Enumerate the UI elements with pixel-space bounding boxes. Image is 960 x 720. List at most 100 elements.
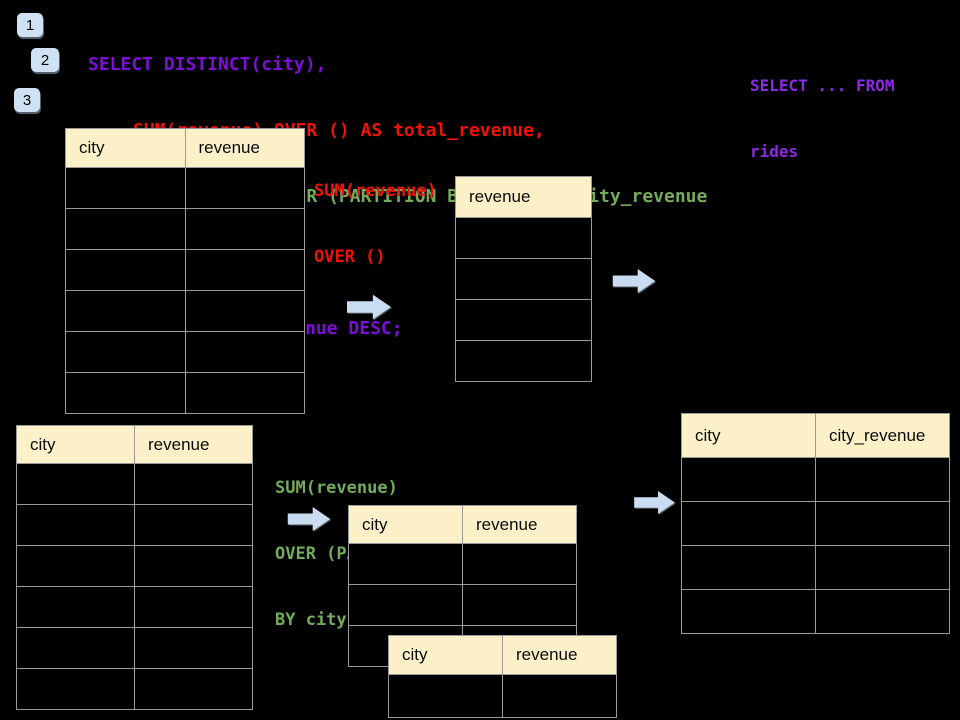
- column-header-revenue: revenue: [469, 187, 531, 206]
- table-cell: [17, 464, 135, 504]
- partition-table-front: city revenue: [388, 635, 617, 718]
- side-note-line: SELECT ... FROM: [750, 76, 895, 95]
- column-header-city-revenue: city_revenue: [829, 425, 926, 445]
- table-cell: [135, 669, 252, 709]
- table-header-row: city revenue: [17, 426, 252, 464]
- table-cell: [17, 587, 135, 627]
- table-row: [456, 341, 591, 381]
- column-header-revenue: revenue: [148, 434, 210, 454]
- column-header-revenue: revenue: [516, 645, 578, 664]
- table-cell: [135, 587, 252, 627]
- column-header-city: city: [17, 426, 135, 463]
- table-row: [682, 546, 949, 590]
- table-cell: [17, 546, 135, 586]
- column-header-city: city: [66, 129, 186, 167]
- table-header-row: city revenue: [349, 506, 576, 544]
- table-row: [17, 505, 252, 546]
- table-body: [456, 218, 591, 381]
- table-cell: [456, 300, 591, 340]
- side-note: SELECT ... FROM rides: [750, 31, 895, 207]
- table-cell: [17, 628, 135, 668]
- table-cell: [66, 250, 186, 290]
- table-cell: [456, 218, 591, 258]
- table-cell: [503, 675, 616, 717]
- table-cell: [66, 209, 186, 249]
- table-cell: [135, 505, 252, 545]
- table-body: [682, 458, 949, 633]
- arrow-right-icon: [612, 269, 656, 293]
- total-revenue-table: revenue: [455, 176, 592, 382]
- step-badge-label: 1: [25, 16, 35, 34]
- table-cell: [816, 458, 949, 501]
- table-cell: [463, 544, 576, 584]
- step-badge-3: 3: [14, 88, 40, 112]
- table-cell: [682, 458, 816, 501]
- table-cell: [66, 373, 186, 413]
- source-table-top: city revenue: [65, 128, 305, 414]
- table-cell: [17, 669, 135, 709]
- table-row: [456, 300, 591, 341]
- table-row: [66, 250, 304, 291]
- table-row: [17, 464, 252, 505]
- column-header-city: city: [349, 506, 463, 543]
- table-cell: [389, 675, 503, 717]
- table-cell: [66, 332, 186, 372]
- table-cell: [66, 291, 186, 331]
- table-row: [389, 675, 616, 717]
- table-header-row: city revenue: [66, 129, 304, 168]
- table-cell: [816, 546, 949, 589]
- table-cell: [682, 546, 816, 589]
- table-cell: [186, 209, 305, 249]
- column-header-revenue: revenue: [198, 138, 260, 157]
- total-revenue-label: SUM(revenue) OVER (): [314, 136, 437, 312]
- table-row: [17, 628, 252, 669]
- label-line: SUM(revenue): [314, 181, 437, 201]
- table-row: [66, 291, 304, 332]
- table-row: [17, 669, 252, 709]
- table-row: [17, 587, 252, 628]
- table-row: [456, 218, 591, 259]
- table-body: [17, 464, 252, 709]
- table-row: [682, 502, 949, 546]
- table-cell: [135, 628, 252, 668]
- table-cell: [816, 590, 949, 633]
- table-cell: [66, 168, 186, 208]
- arrow-right-icon: [287, 507, 331, 531]
- label-line: OVER (): [314, 247, 386, 267]
- table-cell: [17, 505, 135, 545]
- side-note-line: rides: [750, 142, 799, 161]
- column-header-city: city: [682, 414, 816, 457]
- column-header-revenue: revenue: [476, 514, 538, 534]
- table-header-row: revenue: [456, 177, 591, 218]
- arrow-right-icon: [347, 294, 391, 320]
- table-cell: [135, 546, 252, 586]
- table-row: [17, 546, 252, 587]
- table-cell: [186, 291, 305, 331]
- table-body: [389, 675, 616, 717]
- step-badge-label: 3: [22, 91, 32, 109]
- table-header-row: city revenue: [389, 636, 616, 675]
- table-cell: [463, 585, 576, 625]
- step-badge-1: 1: [17, 13, 43, 37]
- code-line-select: SELECT DISTINCT(city),: [88, 54, 327, 75]
- table-body: [66, 168, 304, 413]
- column-header-city: city: [389, 636, 503, 674]
- source-table-bottom: city revenue: [16, 425, 253, 710]
- label-line: BY city): [275, 610, 357, 630]
- step-badge-label: 2: [40, 51, 50, 69]
- table-row: [66, 373, 304, 413]
- table-cell: [186, 250, 305, 290]
- table-header-row: city city_revenue: [682, 414, 949, 458]
- table-row: [456, 259, 591, 300]
- table-cell: [682, 502, 816, 545]
- table-cell: [186, 373, 305, 413]
- label-line: SUM(revenue): [275, 478, 398, 498]
- table-row: [682, 458, 949, 502]
- table-cell: [186, 168, 305, 208]
- table-row: [349, 544, 576, 585]
- table-row: [66, 209, 304, 250]
- table-row: [66, 332, 304, 373]
- table-row: [682, 590, 949, 633]
- table-cell: [456, 341, 591, 381]
